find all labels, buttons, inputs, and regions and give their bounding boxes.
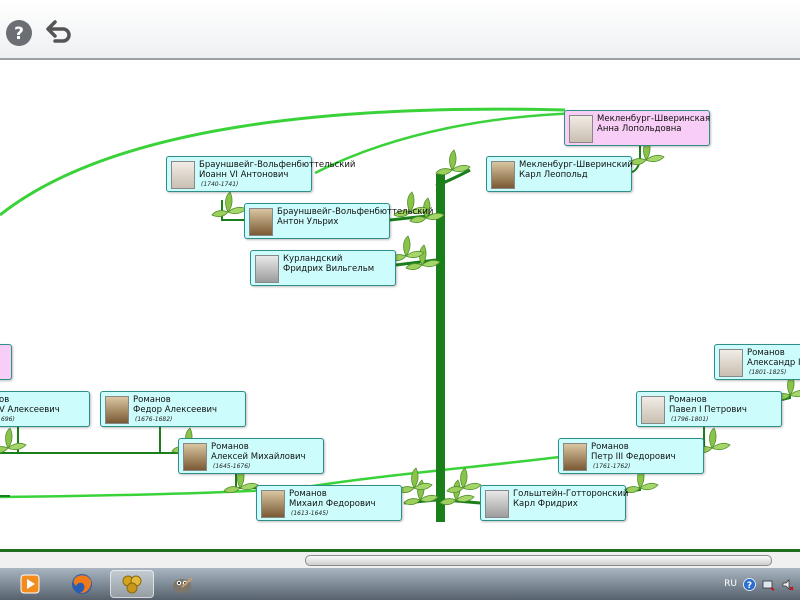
person-dynasty: ов — [0, 395, 10, 405]
taskbar: RU ? — [0, 568, 800, 600]
language-indicator[interactable]: RU — [724, 579, 737, 589]
person-reign-years: (1761-1762) — [593, 463, 631, 470]
person-dynasty: Романов — [669, 395, 707, 405]
taskbar-firefox[interactable] — [60, 570, 104, 598]
person-petr-iii[interactable]: Романов Петр III Федорович (1761-1762) — [558, 438, 704, 474]
portrait-icon — [249, 208, 273, 236]
portrait-icon — [485, 490, 509, 518]
person-reign-years: (1613-1645) — [291, 510, 329, 517]
portrait-icon — [171, 161, 195, 189]
person-dynasty: Романов — [211, 442, 249, 452]
person-reign-years: (1645-1676) — [213, 463, 251, 470]
person-pavel-i[interactable]: Романов Павел I Петрович (1796-1801) — [636, 391, 782, 427]
person-dynasty: Мекленбург-Шверинская — [597, 114, 711, 124]
volume-icon[interactable] — [781, 578, 794, 591]
person-reign-years: 696) — [1, 416, 15, 423]
gimp-icon — [173, 577, 193, 593]
scrollbar-thumb[interactable] — [305, 555, 772, 566]
person-karl-leopold[interactable]: Мекленбург-Шверинский Карл Леопольд — [486, 156, 633, 192]
portrait-icon — [719, 349, 743, 377]
firefox-icon — [72, 574, 92, 594]
person-dynasty: Брауншвейг-Вольфенбюттельский — [277, 207, 434, 217]
family-tree-canvas[interactable]: Мекленбург-Шверинская Анна Лопольдовна Б… — [0, 60, 800, 550]
portrait-icon — [641, 396, 665, 424]
person-name: Михаил Федорович — [289, 499, 376, 509]
person-name: Антон Ульрих — [277, 217, 339, 227]
person-name: Павел I Петрович — [669, 405, 747, 415]
person-fedor-alekseevich[interactable]: Романов Федор Алексеевич (1676-1682) — [100, 391, 246, 427]
person-reign-years: (1801-1825) — [749, 369, 787, 376]
person-dynasty: Романов — [591, 442, 629, 452]
portrait-icon — [563, 443, 587, 471]
person-dynasty: Брауншвейг-Вольфенбюттельский — [199, 160, 356, 170]
person-aleksei-mikhailovich[interactable]: Романов Алексей Михайлович (1645-1676) — [178, 438, 324, 474]
svg-text:?: ? — [14, 24, 24, 44]
portrait-icon — [569, 115, 593, 143]
portrait-icon — [491, 161, 515, 189]
person-anton-ulrich[interactable]: Брауншвейг-Вольфенбюттельский Антон Ульр… — [244, 203, 433, 239]
person-name: Петр III Федорович — [591, 452, 676, 462]
person-dynasty: Курландский — [283, 254, 343, 264]
question-mark-icon: ? — [6, 20, 32, 46]
network-icon[interactable] — [762, 578, 775, 591]
help-tray-icon[interactable]: ? — [743, 577, 756, 591]
person-karl-friedrich[interactable]: Гольштейн-Готторонский Карл Фридрих — [480, 485, 629, 521]
person-anna-leopoldovna[interactable]: Мекленбург-Шверинская Анна Лопольдовна — [564, 110, 710, 146]
person-name: Карл Фридрих — [513, 499, 578, 509]
person-ivan-v[interactable]: ов V Алексеевич 696) — [0, 391, 90, 427]
portrait-icon — [183, 443, 207, 471]
person-name: Иоанн VI Антонович — [199, 170, 289, 180]
taskbar-gimp[interactable] — [160, 570, 204, 598]
portrait-icon — [261, 490, 285, 518]
person-name: Алексей Михайлович — [211, 452, 306, 462]
person-friedrich-wilhelm[interactable]: Курландский Фридрих Вильгельм — [250, 250, 396, 286]
person-dynasty: Романов — [747, 348, 785, 358]
person-name: Фридрих Вильгельм — [283, 264, 375, 274]
family-tree-app-icon — [122, 575, 142, 594]
person-dynasty: Романов — [133, 395, 171, 405]
svg-text:?: ? — [747, 581, 752, 591]
back-button[interactable] — [42, 16, 76, 50]
undo-arrow-icon — [46, 20, 71, 43]
person-dynasty: Романов — [289, 489, 327, 499]
portrait-icon — [105, 396, 129, 424]
person-alexander-i[interactable]: Романов Александр I П (1801-1825) — [714, 344, 800, 380]
person-dynasty: Гольштейн-Готторонский — [513, 489, 629, 499]
help-button[interactable]: ? — [2, 16, 36, 50]
toolbar: ? — [0, 0, 800, 60]
person-reign-years: (1676-1682) — [135, 416, 173, 423]
portrait-icon — [255, 255, 279, 283]
person-name: Карл Леопольд — [519, 170, 588, 180]
horizontal-scrollbar[interactable] — [0, 552, 800, 568]
system-tray: RU ? — [724, 568, 800, 600]
canvas-bottom-border — [0, 549, 800, 552]
media-player-icon — [20, 574, 40, 594]
person-reign-years: (1796-1801) — [671, 416, 709, 423]
person-name: V Алексеевич — [0, 405, 60, 415]
person-dynasty: Мекленбург-Шверинский — [519, 160, 633, 170]
person-ioann-vi[interactable]: Брауншвейг-Вольфенбюттельский Иоанн VI А… — [166, 156, 355, 192]
person-mikhail-fedorovich[interactable]: Романов Михаил Федорович (1613-1645) — [256, 485, 402, 521]
taskbar-media-player[interactable] — [8, 570, 52, 598]
taskbar-family-tree-app[interactable] — [110, 570, 154, 598]
person-name: Александр I П — [747, 358, 800, 368]
person-name: Анна Лопольдовна — [597, 124, 682, 134]
person-reign-years: (1740-1741) — [201, 181, 239, 188]
person-partial-left[interactable] — [0, 344, 12, 380]
person-name: Федор Алексеевич — [133, 405, 218, 415]
